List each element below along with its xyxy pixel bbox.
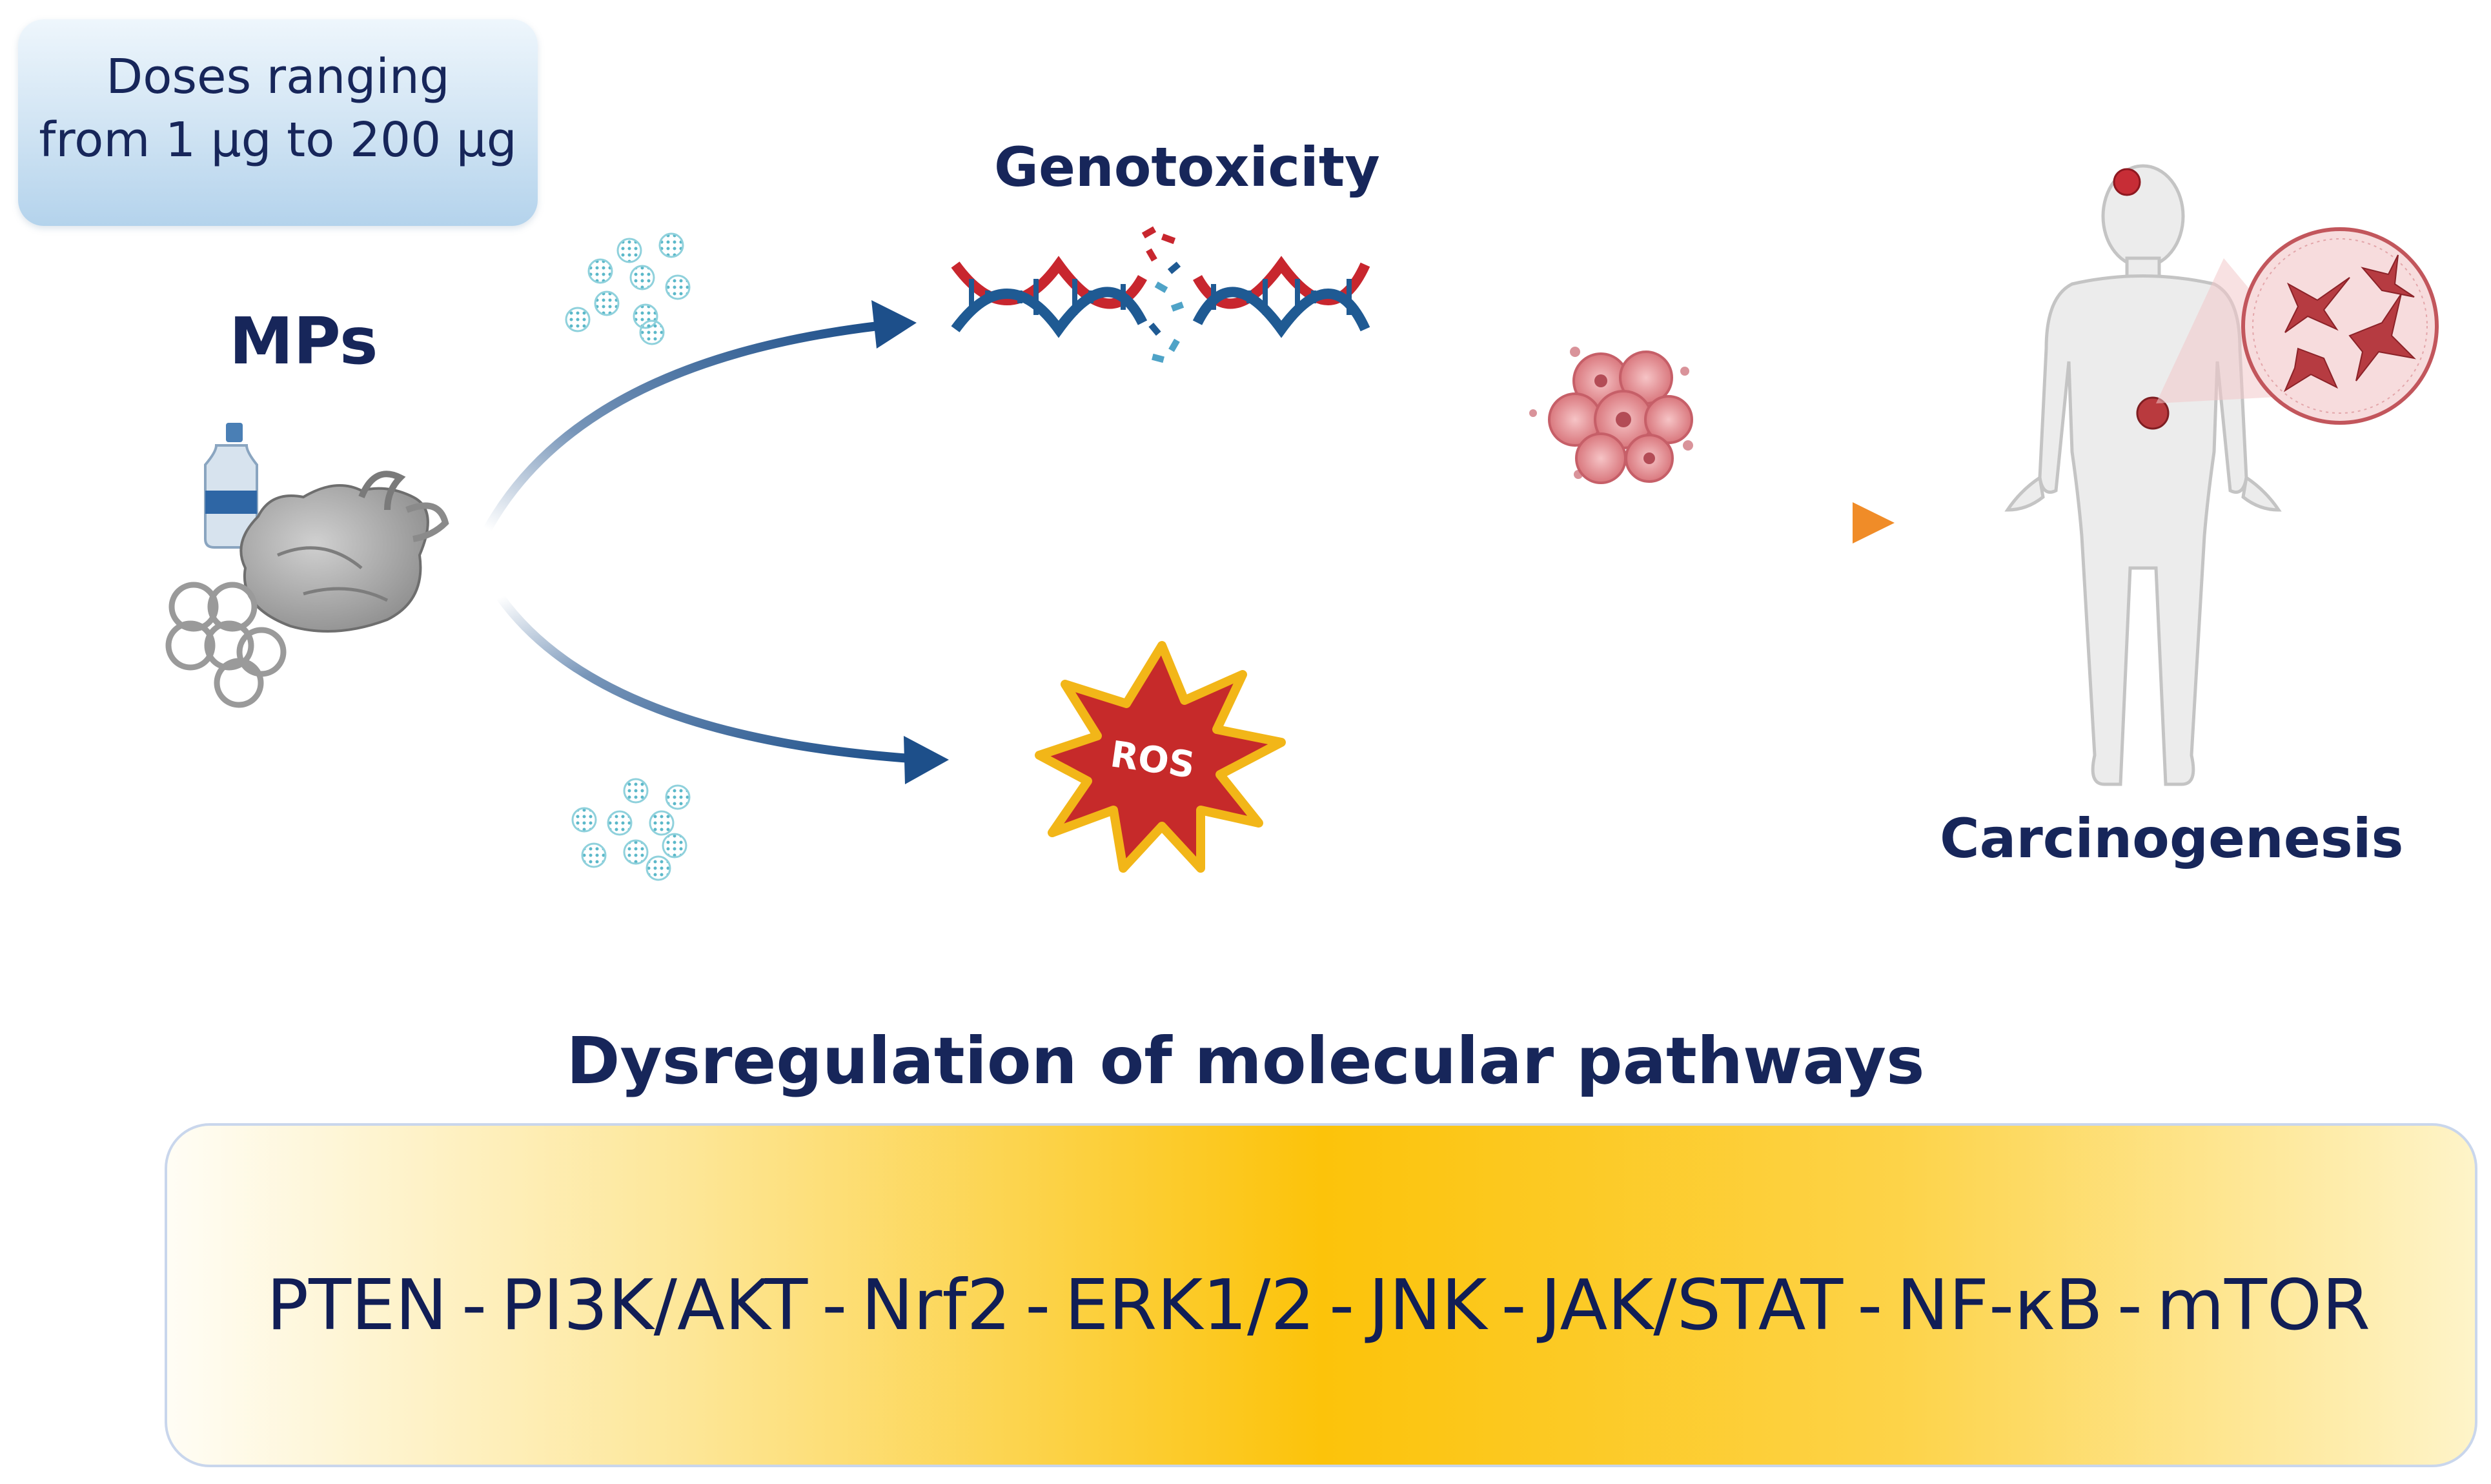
- pathway-separator: -: [1857, 1265, 1883, 1346]
- pathway-list: PTEN-PI3K/AKT-Nrf2-ERK1/2-JNK-JAK/STAT-N…: [165, 1265, 2472, 1346]
- cancer-cells-magnifier-icon: [2156, 227, 2439, 425]
- plastic-bottle-icon: [204, 423, 258, 549]
- progression-arrow: [1317, 502, 1895, 544]
- carcinogenesis-label: Carcinogenesis: [1940, 807, 2404, 870]
- pathway-item: NF-κB: [1896, 1265, 2103, 1346]
- dose-range-line-1: Doses ranging: [106, 49, 450, 105]
- dose-range-text: Doses ranging from 1 µg to 200 µg: [18, 45, 538, 172]
- pathway-title: Dysregulation of molecular pathways: [566, 1023, 1925, 1099]
- broken-dna-icon: [1141, 226, 1184, 363]
- pathway-separator: -: [462, 1265, 487, 1346]
- pathway-item: PTEN: [266, 1265, 448, 1346]
- dna-double-helix-icon: [1192, 256, 1370, 338]
- pathway-separator: -: [1025, 1265, 1051, 1346]
- pathway-item: JNK: [1368, 1265, 1487, 1346]
- ros-starburst-icon: [1035, 641, 1286, 873]
- pathway-item: Nrf2: [861, 1265, 1012, 1346]
- dose-range-box: [18, 19, 538, 226]
- pathway-separator: -: [2117, 1265, 2142, 1346]
- pathway-separator: -: [1501, 1265, 1527, 1346]
- pathway-separator: -: [822, 1265, 848, 1346]
- pathway-item: PI3K/AKT: [501, 1265, 808, 1346]
- pathway-item: ERK1/2: [1064, 1265, 1316, 1346]
- tumor-cell-cluster-icon: [1529, 347, 1693, 484]
- dose-range-line-2: from 1 µg to 200 µg: [39, 112, 517, 168]
- six-pack-rings-icon: [165, 582, 287, 708]
- pathway-item: mTOR: [2156, 1265, 2371, 1346]
- abdomen-tumor-icon: [2136, 396, 2170, 430]
- genotoxicity-label: Genotoxicity: [994, 136, 1380, 199]
- microplastic-particles-icon: [565, 232, 691, 345]
- plastic-bag-icon: [239, 471, 449, 633]
- arrow-to-ros: [496, 594, 949, 784]
- pathway-item: JAK/STAT: [1540, 1265, 1844, 1346]
- pathway-separator: -: [1329, 1265, 1355, 1346]
- human-body-icon: [2004, 164, 2282, 786]
- head-tumor-icon: [2113, 168, 2141, 196]
- mps-label: MPs: [229, 303, 378, 379]
- dna-double-helix-icon: [951, 256, 1148, 338]
- arrow-to-genotoxicity: [483, 300, 917, 532]
- microplastic-particles-icon: [571, 778, 691, 881]
- pathway-box: [165, 1123, 2477, 1467]
